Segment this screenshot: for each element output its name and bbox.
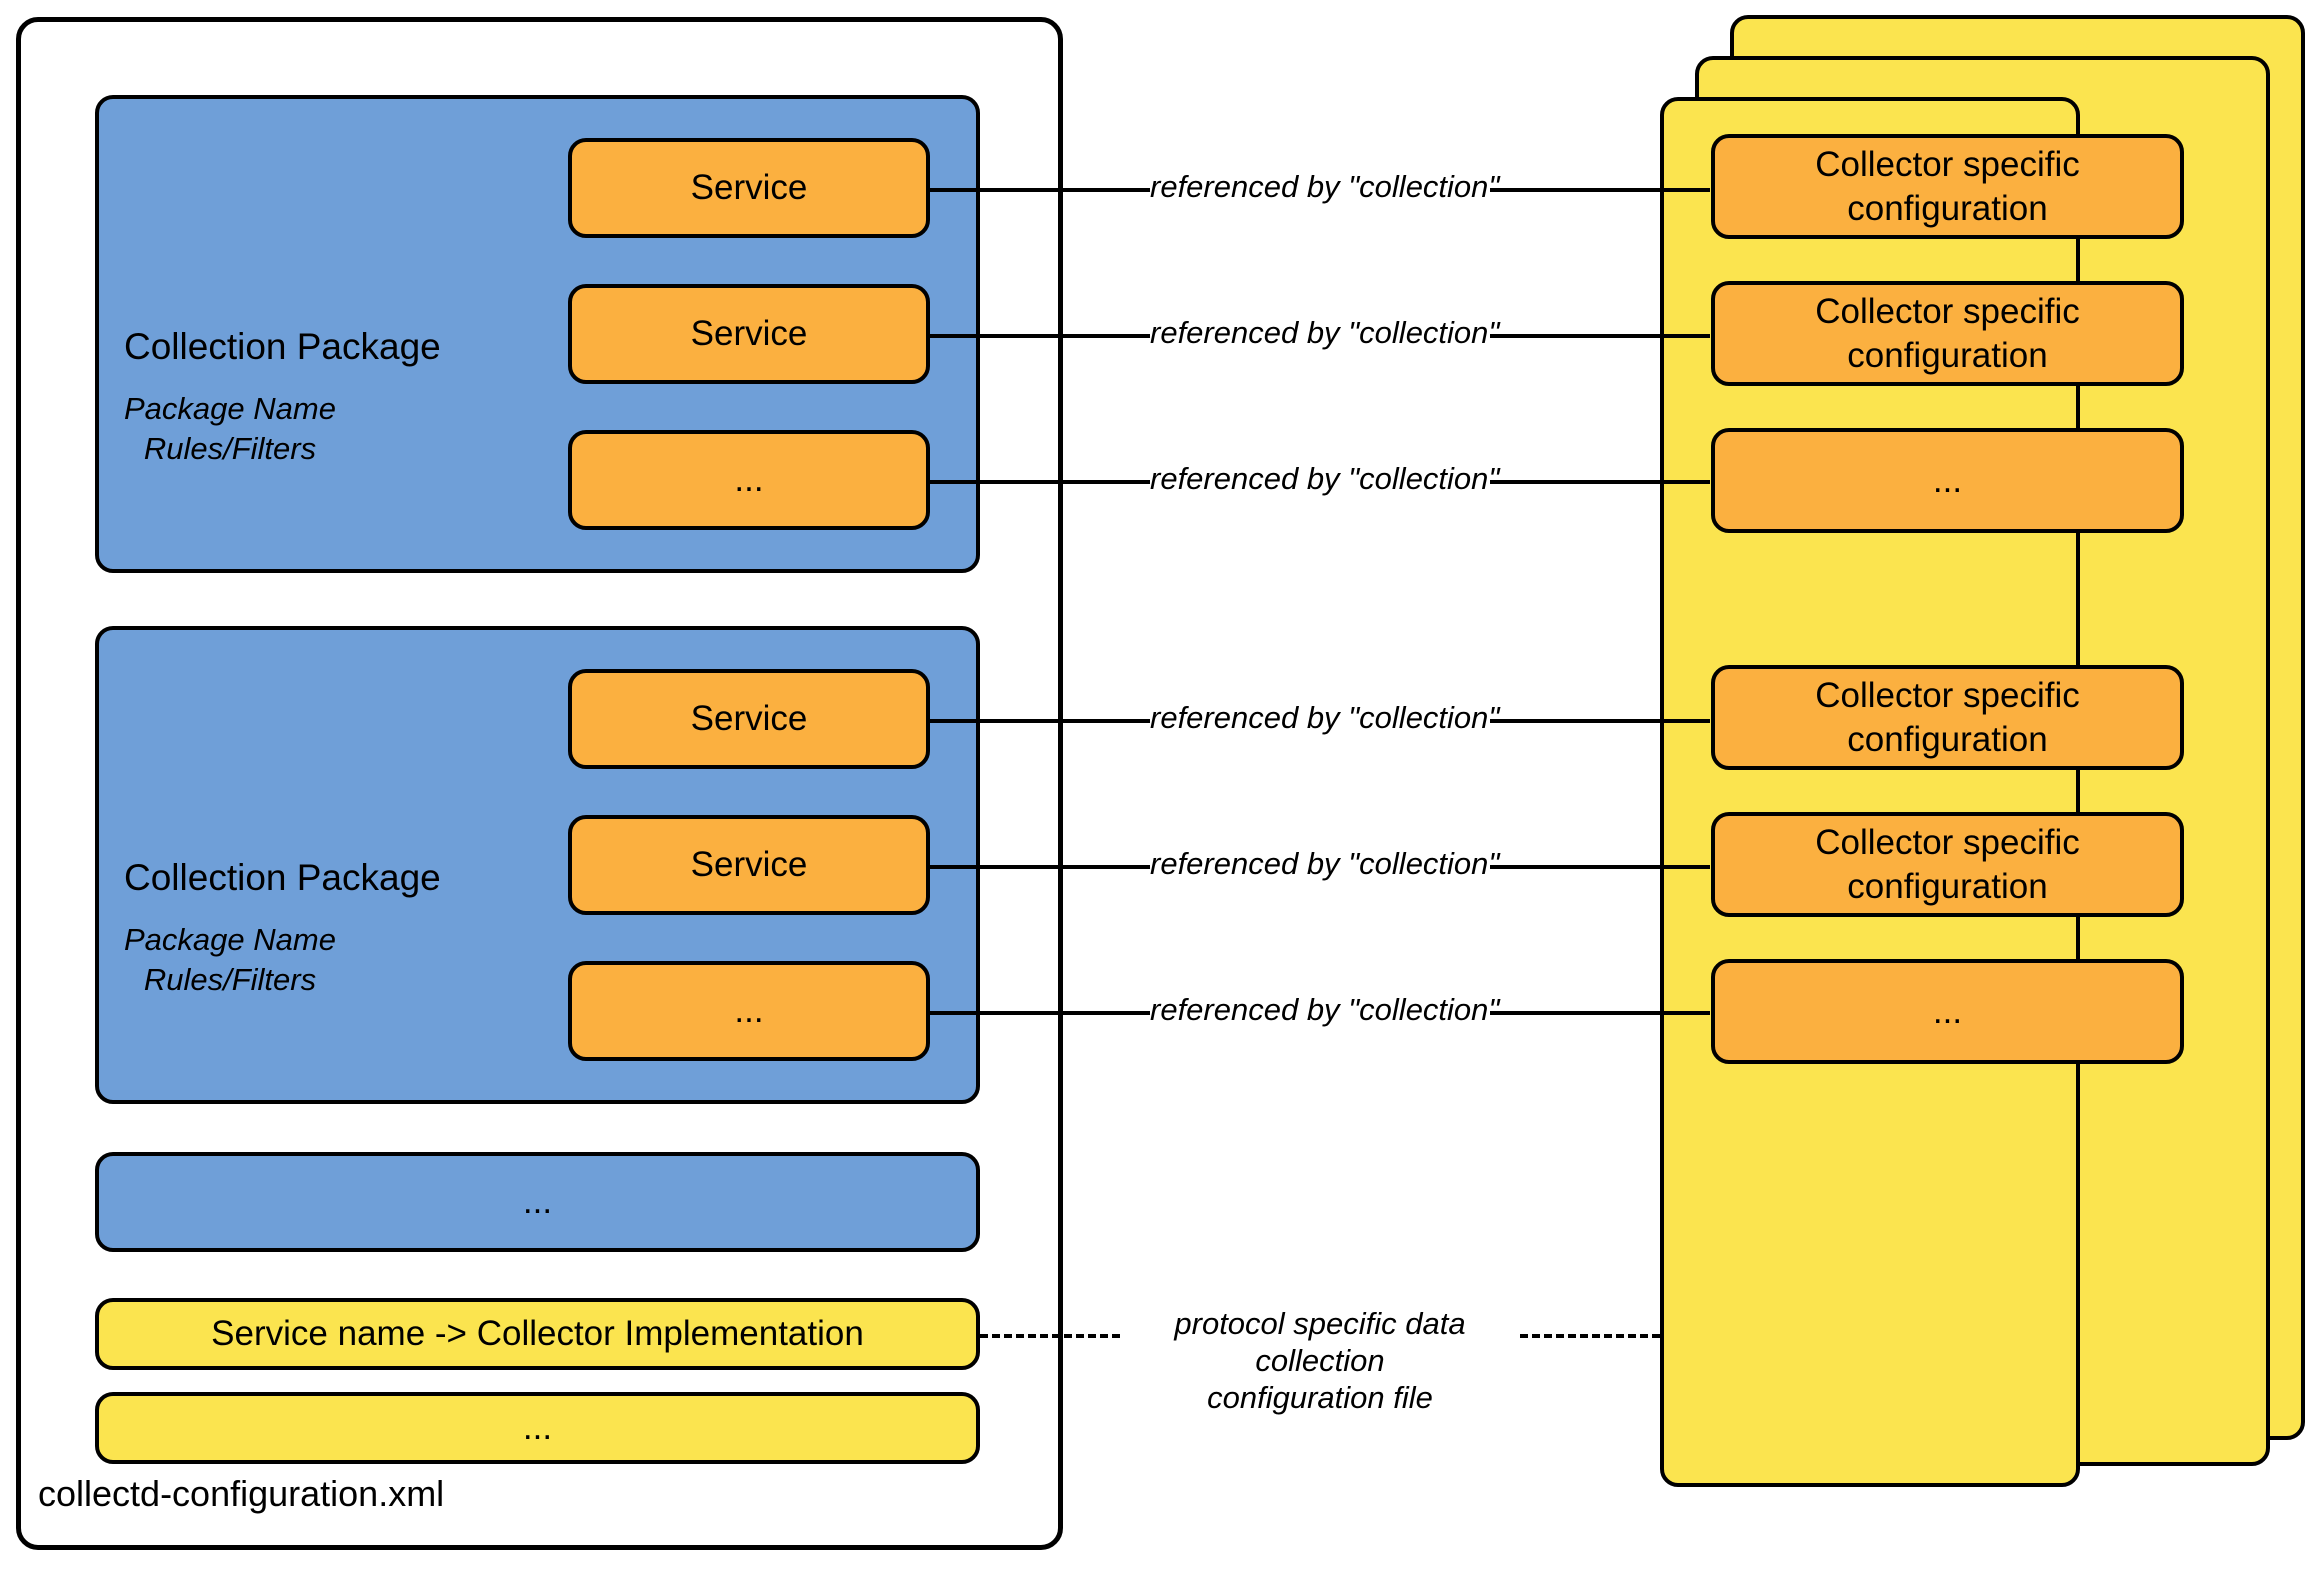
collector-config-entry[interactable]: ...	[1711, 428, 2184, 533]
service-box[interactable]: Service	[568, 138, 930, 238]
collector-config-entry[interactable]: Collector specific configuration	[1711, 812, 2184, 917]
service-box[interactable]: Service	[568, 669, 930, 769]
service-collector-mapping-row[interactable]: Service name -> Collector Implementation	[95, 1298, 980, 1370]
collector-config-entry[interactable]: Collector specific configuration	[1711, 134, 2184, 239]
service-collector-mapping-ellipsis[interactable]: ...	[95, 1392, 980, 1464]
service-box[interactable]: ...	[568, 961, 930, 1061]
connector-label: referenced by "collection"	[1150, 314, 1500, 352]
collection-package-title: Collection Package	[124, 857, 441, 898]
connector-label: referenced by "collection"	[1150, 168, 1500, 206]
file-caption: collectd-configuration.xml	[38, 1473, 445, 1514]
collector-config-entry[interactable]: Collector specific configuration	[1711, 281, 2184, 386]
collection-package-title: Collection Package	[124, 326, 441, 367]
service-box[interactable]: Service	[568, 815, 930, 915]
collector-config-entry[interactable]: ...	[1711, 959, 2184, 1064]
collection-package-subtitle: Package Name Rules/Filters	[124, 922, 336, 997]
service-box[interactable]: Service	[568, 284, 930, 384]
connector-label: referenced by "collection"	[1150, 460, 1500, 498]
collection-package-ellipsis[interactable]: ...	[95, 1152, 980, 1252]
collector-config-entry[interactable]: Collector specific configuration	[1711, 665, 2184, 770]
collection-package-subtitle: Package Name Rules/Filters	[124, 391, 336, 466]
protocol-connector-label: protocol specific data collection config…	[1120, 1305, 1520, 1417]
connector-label: referenced by "collection"	[1150, 699, 1500, 737]
connector-label: referenced by "collection"	[1150, 845, 1500, 883]
service-box[interactable]: ...	[568, 430, 930, 530]
connector-label: referenced by "collection"	[1150, 991, 1500, 1029]
